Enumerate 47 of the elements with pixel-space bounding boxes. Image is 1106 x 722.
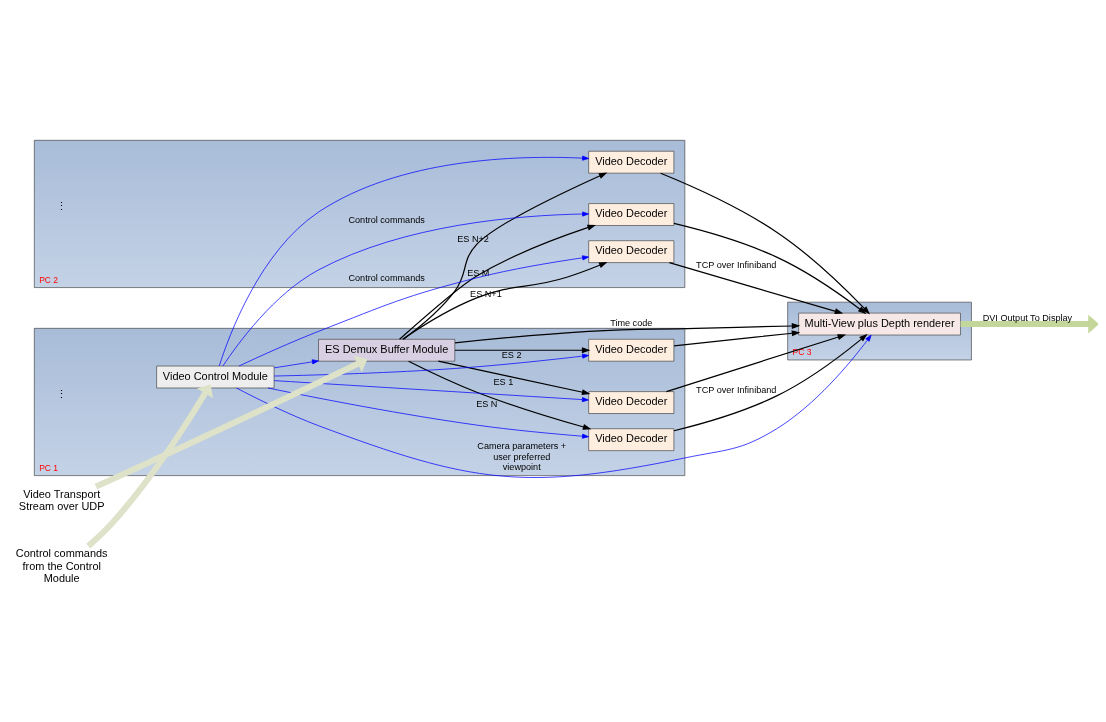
edge-label: Control commands xyxy=(348,214,425,225)
label: ⋮ xyxy=(56,199,68,212)
node-text: Control commands from the Control Module xyxy=(15,546,108,584)
arrow xyxy=(273,379,589,402)
arrow xyxy=(402,171,608,340)
edge-label: TCP over Infiniband xyxy=(696,259,777,270)
node-box: Video Decoder xyxy=(588,338,675,361)
arrow xyxy=(665,333,847,392)
edge-label: Time code xyxy=(610,317,653,328)
node-box: ES Demux Buffer Module xyxy=(318,338,456,361)
arrow xyxy=(236,334,872,478)
node-box: Video Decoder xyxy=(588,390,675,414)
edge-label: ES 1 xyxy=(493,376,514,387)
arrow xyxy=(402,261,608,340)
arrow xyxy=(660,172,871,314)
node-box: Multi-View plus Depth renderer xyxy=(798,312,961,335)
arrow xyxy=(673,222,867,314)
edge-label: Control commands xyxy=(348,272,425,283)
edge-label: DVI Output To Display xyxy=(982,312,1073,323)
arrow xyxy=(407,360,592,430)
arrow xyxy=(86,383,214,548)
arrow xyxy=(94,354,368,489)
arrow xyxy=(437,360,591,395)
label: ⋮ xyxy=(56,387,68,400)
node-text: Video Transport Stream over UDP xyxy=(18,487,105,512)
edge-label: Camera parameters + user preferred viewpoint xyxy=(477,440,567,472)
arrow xyxy=(668,261,844,314)
arrow xyxy=(238,254,589,366)
arrow xyxy=(673,329,801,346)
arrow xyxy=(273,358,319,368)
node-box: Video Decoder xyxy=(588,150,675,173)
arrow xyxy=(454,322,801,343)
edge-label: TCP over Infiniband xyxy=(696,384,777,395)
arrow xyxy=(398,224,596,340)
arrow xyxy=(960,314,1098,333)
arrow xyxy=(267,387,589,439)
arrow xyxy=(218,155,589,366)
arrow xyxy=(273,353,589,376)
arrow xyxy=(673,333,868,431)
node-box: Video Decoder xyxy=(588,427,675,451)
arrow xyxy=(454,346,591,353)
node-box: Video Control Module xyxy=(156,365,275,388)
edge-label: ES 2 xyxy=(501,349,522,360)
node-box: Video Decoder xyxy=(588,239,675,263)
edge-label: ES N xyxy=(476,398,498,409)
node-box: Video Decoder xyxy=(588,202,675,226)
arrow xyxy=(222,211,589,366)
